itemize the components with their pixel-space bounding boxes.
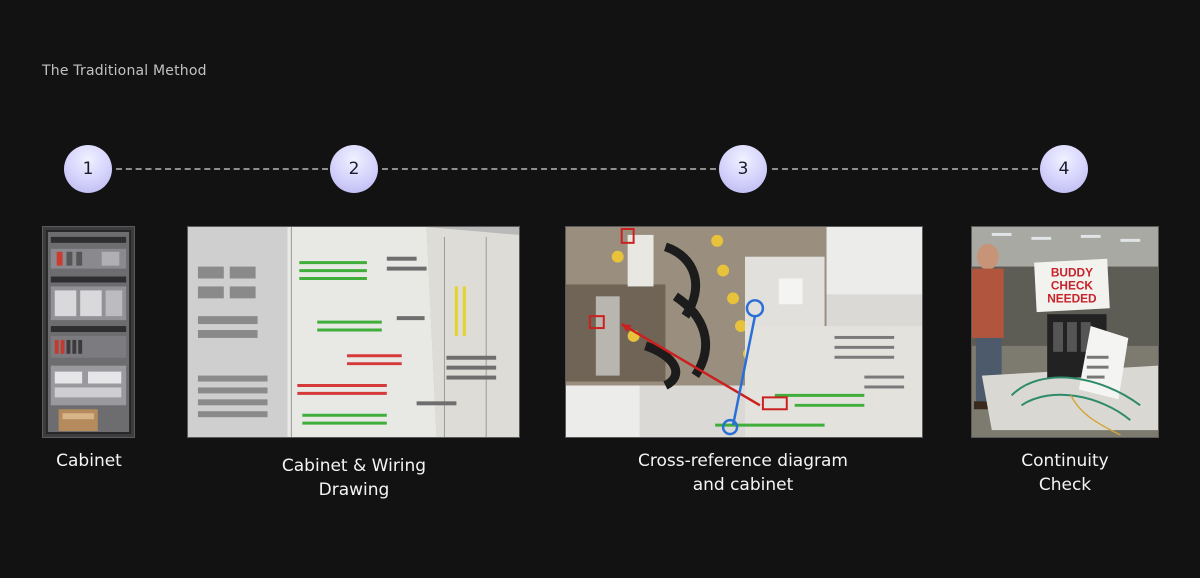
step-1-caption: Cabinet xyxy=(29,449,149,473)
continuity-check-photo: BUDDY CHECK NEEDED xyxy=(971,226,1159,438)
step-1-badge: 1 xyxy=(64,145,112,193)
step-2-caption: Cabinet & Wiring Drawing xyxy=(254,454,454,502)
step-4-badge: 4 xyxy=(1040,145,1088,193)
step-3-caption: Cross-reference diagram and cabinet xyxy=(603,449,883,497)
caption-line: Continuity xyxy=(995,449,1135,473)
wiring-drawing-photo xyxy=(187,226,520,438)
step-4-caption: Continuity Check xyxy=(995,449,1135,497)
step-2-badge: 2 xyxy=(330,145,378,193)
timeline-connector-1-2 xyxy=(116,168,328,170)
cabinet-photo xyxy=(42,226,135,438)
timeline-connector-2-3 xyxy=(382,168,716,170)
caption-line: Cabinet xyxy=(29,449,149,473)
caption-line: Check xyxy=(995,473,1135,497)
page-heading: The Traditional Method xyxy=(42,63,207,79)
cross-reference-photo xyxy=(565,226,923,438)
buddy-sign-line-3: NEEDED xyxy=(1047,291,1097,305)
caption-line: and cabinet xyxy=(603,473,883,497)
step-3-badge: 3 xyxy=(719,145,767,193)
caption-line: Cross-reference diagram xyxy=(603,449,883,473)
caption-line: Drawing xyxy=(254,478,454,502)
caption-line: Cabinet & Wiring xyxy=(254,454,454,478)
timeline-connector-3-4 xyxy=(772,168,1038,170)
